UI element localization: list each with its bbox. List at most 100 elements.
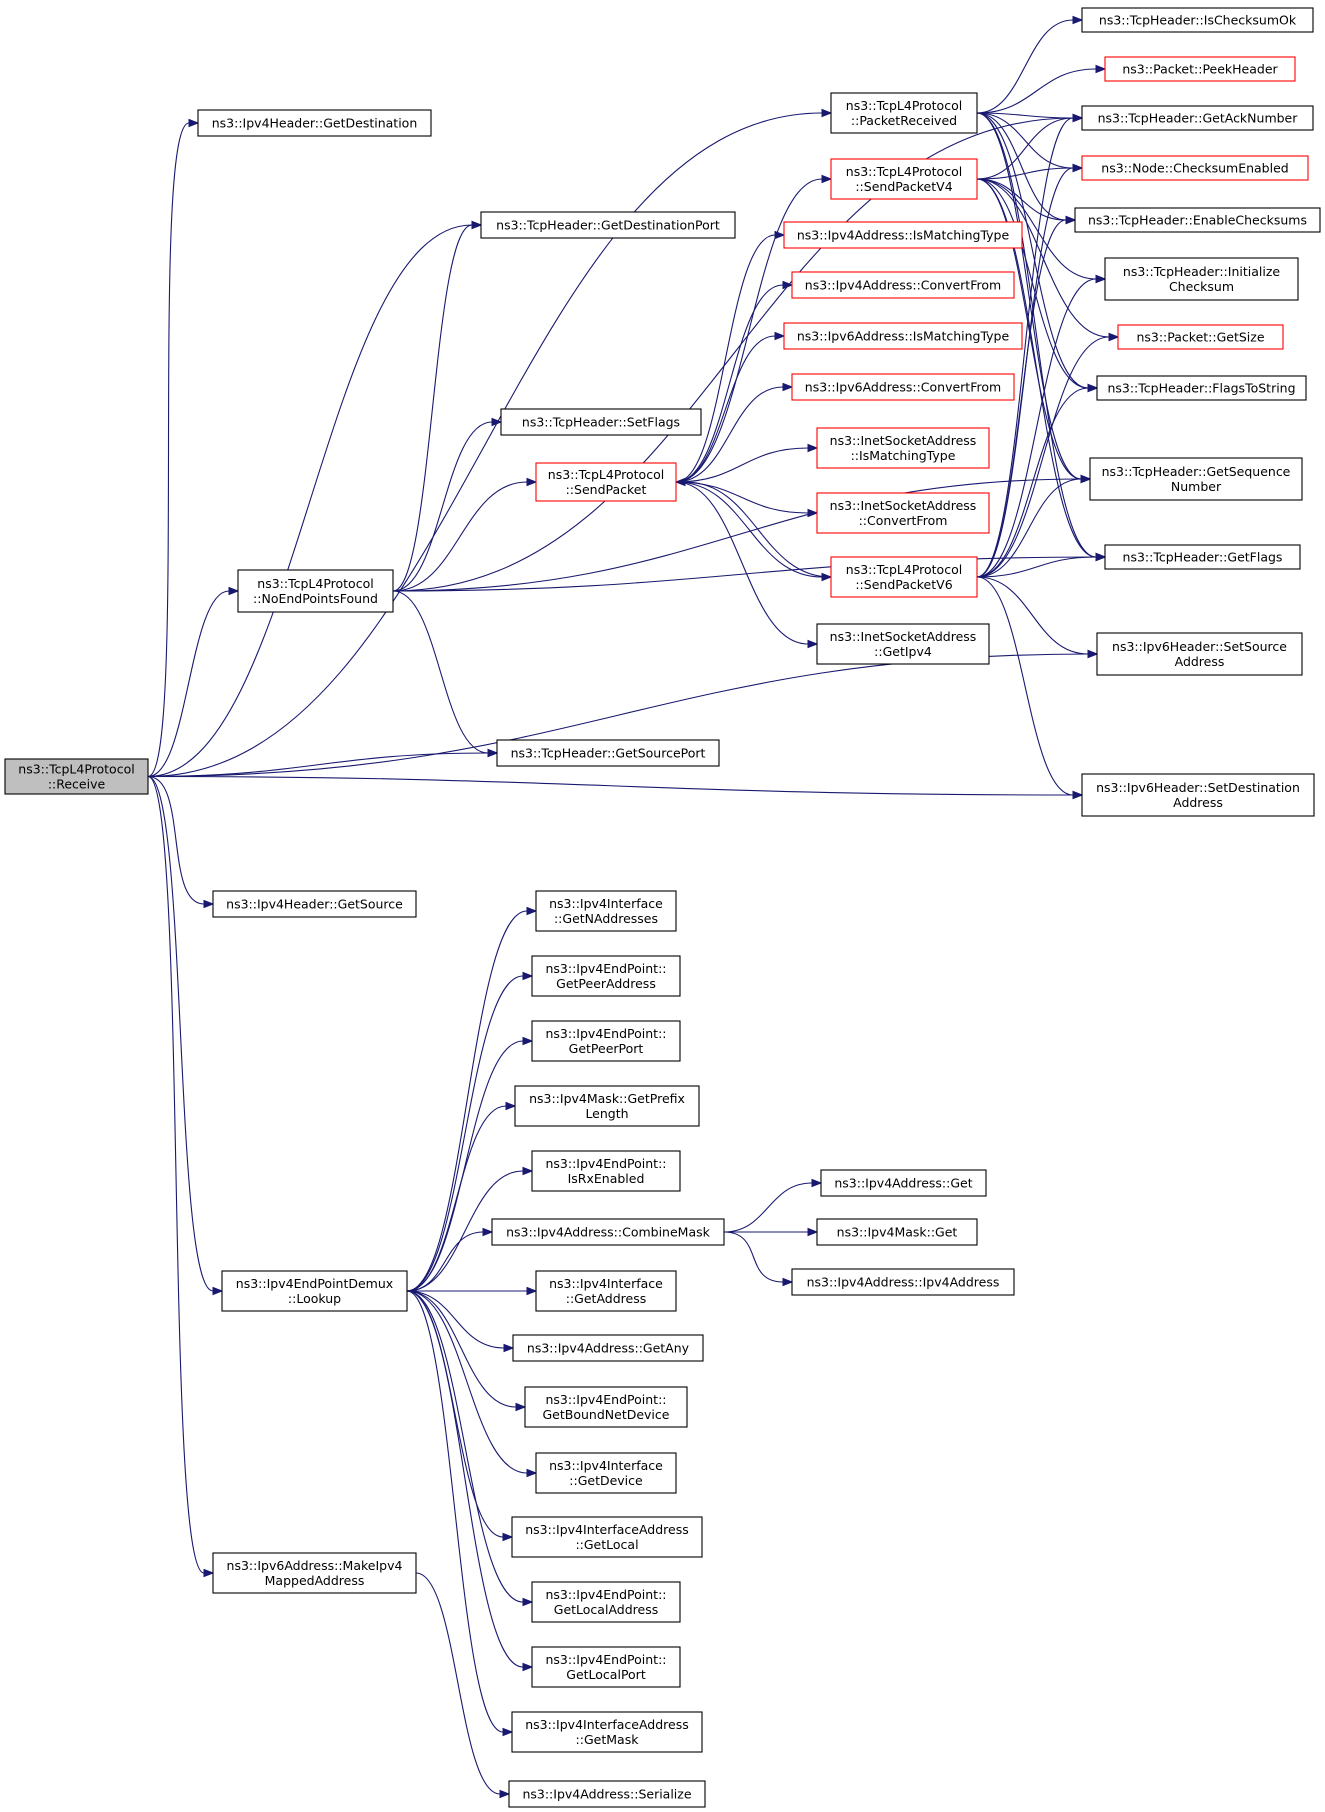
node-tcph_getacknumber[interactable]: ns3::TcpHeader::GetAckNumber — [1081, 105, 1314, 131]
node-packetreceived[interactable]: ns3::TcpL4Protocol::PacketReceived — [830, 92, 978, 134]
node-label: ::IsMatchingType — [851, 448, 956, 463]
call-edge-sendpacket-to-sendpacketv4 — [675, 174, 833, 483]
call-edge-receive-to-ipv4h_getsource — [147, 775, 215, 909]
node-label: ns3::TcpHeader::IsChecksumOk — [1099, 13, 1297, 28]
node-node_checksumenabled[interactable]: ns3::Node::ChecksumEnabled — [1081, 155, 1309, 181]
call-edge-receive-to-tcph_getdestport — [147, 220, 483, 778]
call-edge-sendpacket-to-ipv4a_convertfrom — [675, 280, 794, 483]
call-edge-noendpointsfound-to-tcph_setflags — [392, 417, 503, 592]
call-edge-sendpacket-to-inetsock_convertfrom — [675, 481, 819, 518]
node-label: ns3::Ipv4EndPoint:: — [546, 961, 667, 976]
node-label: Checksum — [1169, 279, 1234, 294]
node-ipv4if_getdevice[interactable]: ns3::Ipv4Interface::GetDevice — [535, 1452, 677, 1494]
node-ipv4h_getsource[interactable]: ns3::Ipv4Header::GetSource — [212, 890, 417, 918]
node-ipv4ep_getlocalport[interactable]: ns3::Ipv4EndPoint::GetLocalPort — [531, 1646, 681, 1688]
node-label: Address — [1175, 654, 1225, 669]
node-ipv4a_convertfrom[interactable]: ns3::Ipv4Address::ConvertFrom — [791, 271, 1015, 299]
node-label: ns3::Ipv4EndPointDemux — [236, 1276, 393, 1291]
node-noendpointsfound[interactable]: ns3::TcpL4Protocol::NoEndPointsFound — [237, 569, 394, 613]
node-tcph_getdestport[interactable]: ns3::TcpHeader::GetDestinationPort — [480, 211, 736, 239]
node-label: ns3::Ipv4Address::GetAny — [527, 1341, 690, 1356]
node-tcph_setflags[interactable]: ns3::TcpHeader::SetFlags — [500, 408, 702, 436]
node-label: ns3::TcpHeader::GetFlags — [1123, 550, 1283, 565]
node-ipv4a_ismatching[interactable]: ns3::Ipv4Address::IsMatchingType — [783, 221, 1023, 249]
call-edge-lookup-to-ipv4if_getnaddresses — [406, 906, 538, 1292]
node-box-ipv4ep_isrxenabled — [531, 1150, 681, 1192]
node-box-packet_peekheader — [1104, 56, 1296, 82]
node-box-sendpacketv6 — [830, 556, 978, 598]
node-ipv4if_getaddress[interactable]: ns3::Ipv4Interface::GetAddress — [535, 1270, 677, 1312]
node-box-ipv4if_getaddress — [535, 1270, 677, 1312]
node-label: ns3::Ipv4Address::Serialize — [522, 1787, 691, 1802]
node-ipv4a_getany[interactable]: ns3::Ipv4Address::GetAny — [512, 1334, 704, 1362]
node-ipv4ep_getboundnetdevice[interactable]: ns3::Ipv4EndPoint::GetBoundNetDevice — [524, 1386, 688, 1428]
node-ipv4mask_get[interactable]: ns3::Ipv4Mask::Get — [816, 1218, 978, 1246]
node-ipv4ep_getpeerport[interactable]: ns3::Ipv4EndPoint::GetPeerPort — [531, 1020, 681, 1062]
node-inetsock_convertfrom[interactable]: ns3::InetSocketAddress::ConvertFrom — [816, 492, 990, 534]
call-edge-sendpacketv6-to-tcph_getseqnumber — [976, 474, 1092, 578]
call-edge-noendpointsfound-to-sendpacket — [392, 477, 538, 592]
node-receive[interactable]: ns3::TcpL4Protocol::Receive — [4, 758, 149, 795]
node-label: ns3::Ipv4Interface — [549, 1458, 663, 1473]
node-ipv4h_getdest[interactable]: ns3::Ipv4Header::GetDestination — [197, 109, 432, 137]
node-ipv4ep_getlocaladdress[interactable]: ns3::Ipv4EndPoint::GetLocalAddress — [531, 1581, 681, 1623]
node-ipv4ifaddr_getmask[interactable]: ns3::Ipv4InterfaceAddress::GetMask — [511, 1711, 703, 1753]
node-box-ipv6h_setdest — [1081, 773, 1315, 817]
node-ipv4a_combinemask[interactable]: ns3::Ipv4Address::CombineMask — [491, 1218, 725, 1246]
node-box-ipv4a_combinemask — [491, 1218, 725, 1246]
node-label: Length — [585, 1106, 628, 1121]
node-inetsock_ismatching[interactable]: ns3::InetSocketAddress::IsMatchingType — [816, 427, 990, 469]
node-label: ::SendPacketV4 — [855, 179, 952, 194]
node-sendpacket[interactable]: ns3::TcpL4Protocol::SendPacket — [535, 462, 677, 502]
call-edge-sendpacket-to-ipv6a_ismatching — [675, 331, 786, 483]
node-lookup[interactable]: ns3::Ipv4EndPointDemux::Lookup — [221, 1270, 408, 1312]
node-label: ns3::Ipv4Header::GetDestination — [212, 116, 418, 131]
node-tcph_flagstostring[interactable]: ns3::TcpHeader::FlagsToString — [1096, 375, 1307, 401]
node-label: ns3::Node::ChecksumEnabled — [1101, 161, 1288, 176]
node-label: ns3::Ipv4Address::IsMatchingType — [797, 228, 1010, 243]
node-ipv4a_get[interactable]: ns3::Ipv4Address::Get — [820, 1169, 987, 1197]
node-box-ipv4a_get — [820, 1169, 987, 1197]
node-ipv4a_serialize[interactable]: ns3::Ipv4Address::Serialize — [508, 1780, 706, 1808]
node-tcph_enablechecksums[interactable]: ns3::TcpHeader::EnableChecksums — [1074, 207, 1321, 233]
node-box-ipv6a_convertfrom — [791, 373, 1015, 401]
node-packet_getsize[interactable]: ns3::Packet::GetSize — [1117, 324, 1284, 350]
node-packet_peekheader[interactable]: ns3::Packet::PeekHeader — [1104, 56, 1296, 82]
call-edge-receive-to-makeipv4mapped — [147, 775, 215, 1578]
node-tcph_getflags[interactable]: ns3::TcpHeader::GetFlags — [1104, 544, 1301, 570]
call-edge-packetreceived-to-tcph_ischecksumok — [976, 15, 1084, 114]
call-edge-lookup-to-ipv4if_getaddress — [407, 1286, 538, 1296]
node-label: ::GetMask — [576, 1732, 640, 1747]
node-box-ipv4ep_getpeeraddress — [531, 955, 681, 997]
node-label: ns3::TcpL4Protocol — [846, 562, 962, 577]
node-label: ::GetDevice — [569, 1473, 643, 1488]
node-label: ns3::Ipv4InterfaceAddress — [525, 1522, 689, 1537]
node-box-ipv4h_getdest — [197, 109, 432, 137]
node-ipv4ep_isrxenabled[interactable]: ns3::Ipv4EndPoint::IsRxEnabled — [531, 1150, 681, 1192]
node-sendpacketv6[interactable]: ns3::TcpL4Protocol::SendPacketV6 — [830, 556, 978, 598]
node-ipv4if_getnaddresses[interactable]: ns3::Ipv4Interface::GetNAddresses — [535, 890, 677, 932]
node-ipv4ep_getpeeraddress[interactable]: ns3::Ipv4EndPoint::GetPeerAddress — [531, 955, 681, 997]
node-label: ns3::Ipv6Header::SetDestination — [1096, 780, 1300, 795]
node-label: ns3::Ipv4Interface — [549, 1276, 663, 1291]
node-inetsock_getipv4[interactable]: ns3::InetSocketAddress::GetIpv4 — [816, 623, 990, 665]
node-label: ns3::TcpL4Protocol — [257, 576, 373, 591]
node-box-tcph_flagstostring — [1096, 375, 1307, 401]
node-ipv6a_ismatching[interactable]: ns3::Ipv6Address::IsMatchingType — [783, 322, 1023, 350]
node-sendpacketv4[interactable]: ns3::TcpL4Protocol::SendPacketV4 — [830, 158, 978, 200]
call-edge-makeipv4mapped-to-ipv4a_serialize — [415, 1572, 511, 1799]
node-label: ns3::Packet::PeekHeader — [1122, 62, 1278, 77]
node-tcph_getsrcport[interactable]: ns3::TcpHeader::GetSourcePort — [496, 739, 720, 767]
node-ipv6a_convertfrom[interactable]: ns3::Ipv6Address::ConvertFrom — [791, 373, 1015, 401]
node-tcph_ischecksumok[interactable]: ns3::TcpHeader::IsChecksumOk — [1081, 7, 1314, 33]
node-ipv4ifaddr_getlocal[interactable]: ns3::Ipv4InterfaceAddress::GetLocal — [511, 1516, 703, 1558]
node-ipv4a_ipv4address[interactable]: ns3::Ipv4Address::Ipv4Address — [791, 1268, 1015, 1296]
node-label: ns3::Ipv6Header::SetSource — [1112, 639, 1287, 654]
